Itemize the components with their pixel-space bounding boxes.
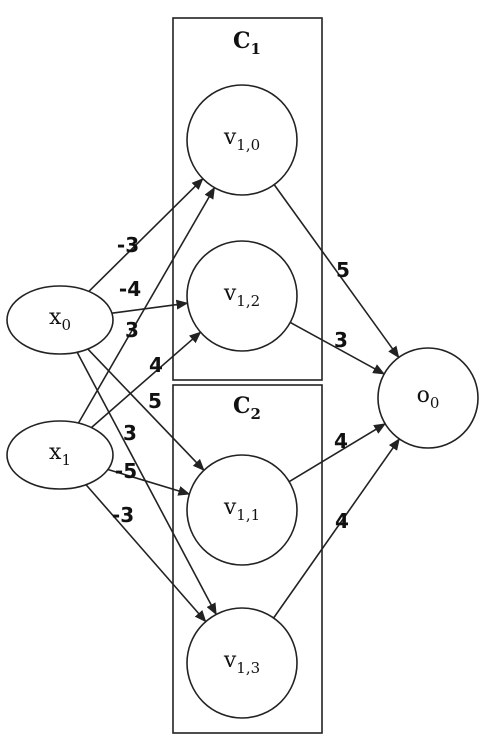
cluster-c1-label: C1 xyxy=(233,28,261,58)
node-x1-label: x1 xyxy=(49,440,71,469)
node-x1: x1 xyxy=(6,420,114,490)
edge-v12-o0 xyxy=(289,321,386,375)
edge-layer xyxy=(76,177,400,623)
weight-label-x1-v12: 4 xyxy=(149,353,163,377)
node-v10-label: v1,0 xyxy=(223,125,260,154)
edge-v11-o0 xyxy=(288,423,387,483)
node-v13-label: v1,3 xyxy=(223,648,260,677)
cluster-c1-box xyxy=(172,17,323,381)
edge-x1-v10 xyxy=(77,186,216,424)
weight-label-x1-v11: -5 xyxy=(115,459,137,483)
node-x0-label: x0 xyxy=(49,305,71,334)
weight-label-x0-v11: 5 xyxy=(148,389,162,413)
weight-label-v12-o0: 3 xyxy=(334,328,348,352)
node-v12: v1,2 xyxy=(186,240,298,352)
weight-label-v10-o0: 5 xyxy=(336,258,350,282)
weight-label-v11-o0: 4 xyxy=(334,429,348,453)
cluster-c2-box xyxy=(172,384,323,734)
weight-label-x1-v13: -3 xyxy=(112,503,134,527)
edge-x1-v12 xyxy=(90,331,202,429)
node-v10: v1,0 xyxy=(186,84,298,196)
edge-v10-o0 xyxy=(273,184,400,359)
node-v11: v1,1 xyxy=(186,454,298,566)
edge-x0-v11 xyxy=(87,348,205,472)
edge-x0-v13 xyxy=(76,351,217,616)
weight-label-x1-v10: 3 xyxy=(125,318,139,342)
edge-x0-v12 xyxy=(111,299,189,314)
node-v12-label: v1,2 xyxy=(223,281,260,310)
cluster-c2-label: C2 xyxy=(233,393,261,423)
weight-label-x0-v10: -3 xyxy=(117,233,139,257)
node-o0-label: o0 xyxy=(417,383,440,412)
node-v11-label: v1,1 xyxy=(223,495,260,524)
edge-x1-v11 xyxy=(107,468,191,496)
weight-label-x0-v13: 3 xyxy=(123,421,137,445)
node-o0: o0 xyxy=(377,347,479,449)
weight-label-x0-v12: -4 xyxy=(119,277,141,301)
edge-x0-v10 xyxy=(88,177,204,293)
edge-x1-v13 xyxy=(85,484,207,623)
edge-v13-o0 xyxy=(272,438,400,619)
node-x0: x0 xyxy=(6,285,114,355)
weight-label-v13-o0: 4 xyxy=(335,509,349,533)
node-v13: v1,3 xyxy=(186,607,298,719)
